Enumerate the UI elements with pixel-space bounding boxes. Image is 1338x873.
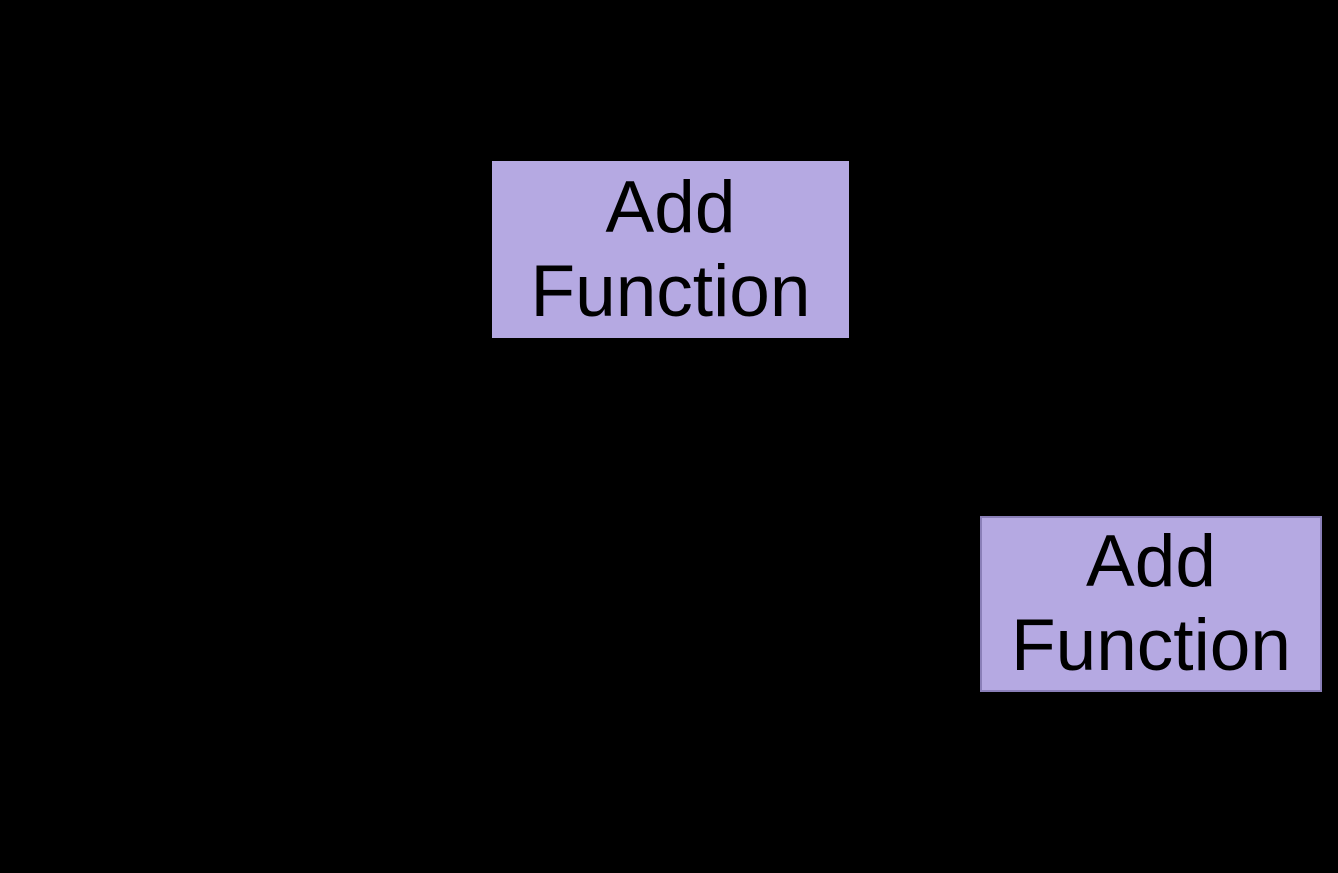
add-function-node-2[interactable]: Add Function <box>980 516 1322 692</box>
add-function-node-1[interactable]: Add Function <box>492 161 849 338</box>
